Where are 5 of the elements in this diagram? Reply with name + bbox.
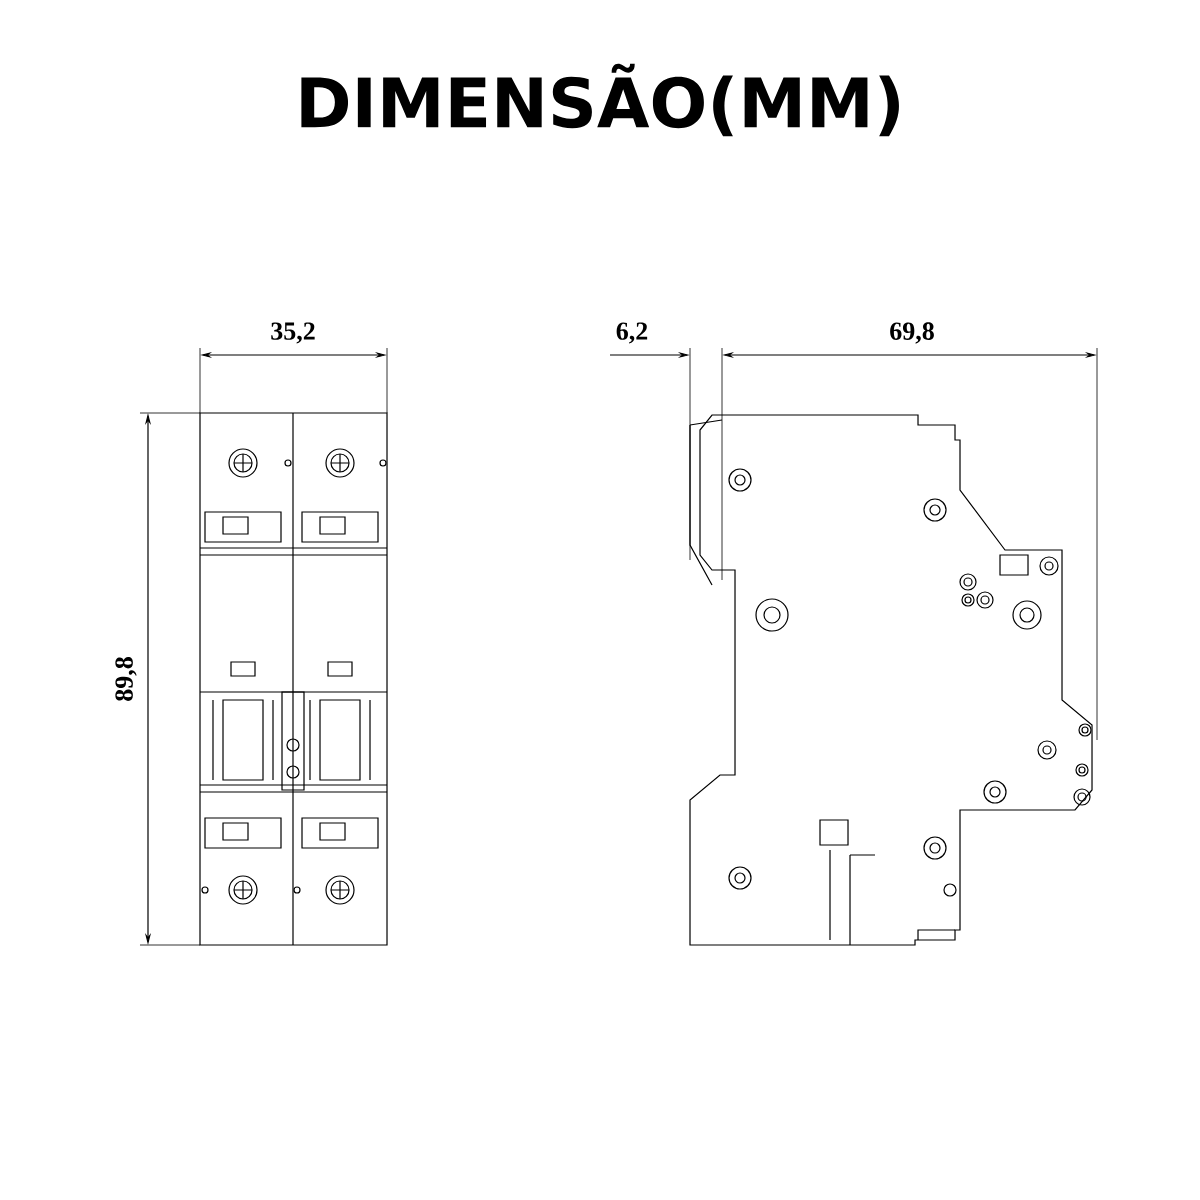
dimension-label: 89,8 [115,657,137,701]
dimension-label: 35,2 [271,322,315,344]
dimension-label: 69,8 [890,322,934,344]
dimension-label: 6,2 [616,322,648,344]
title: DIMENSÃO(MM) [301,63,899,137]
